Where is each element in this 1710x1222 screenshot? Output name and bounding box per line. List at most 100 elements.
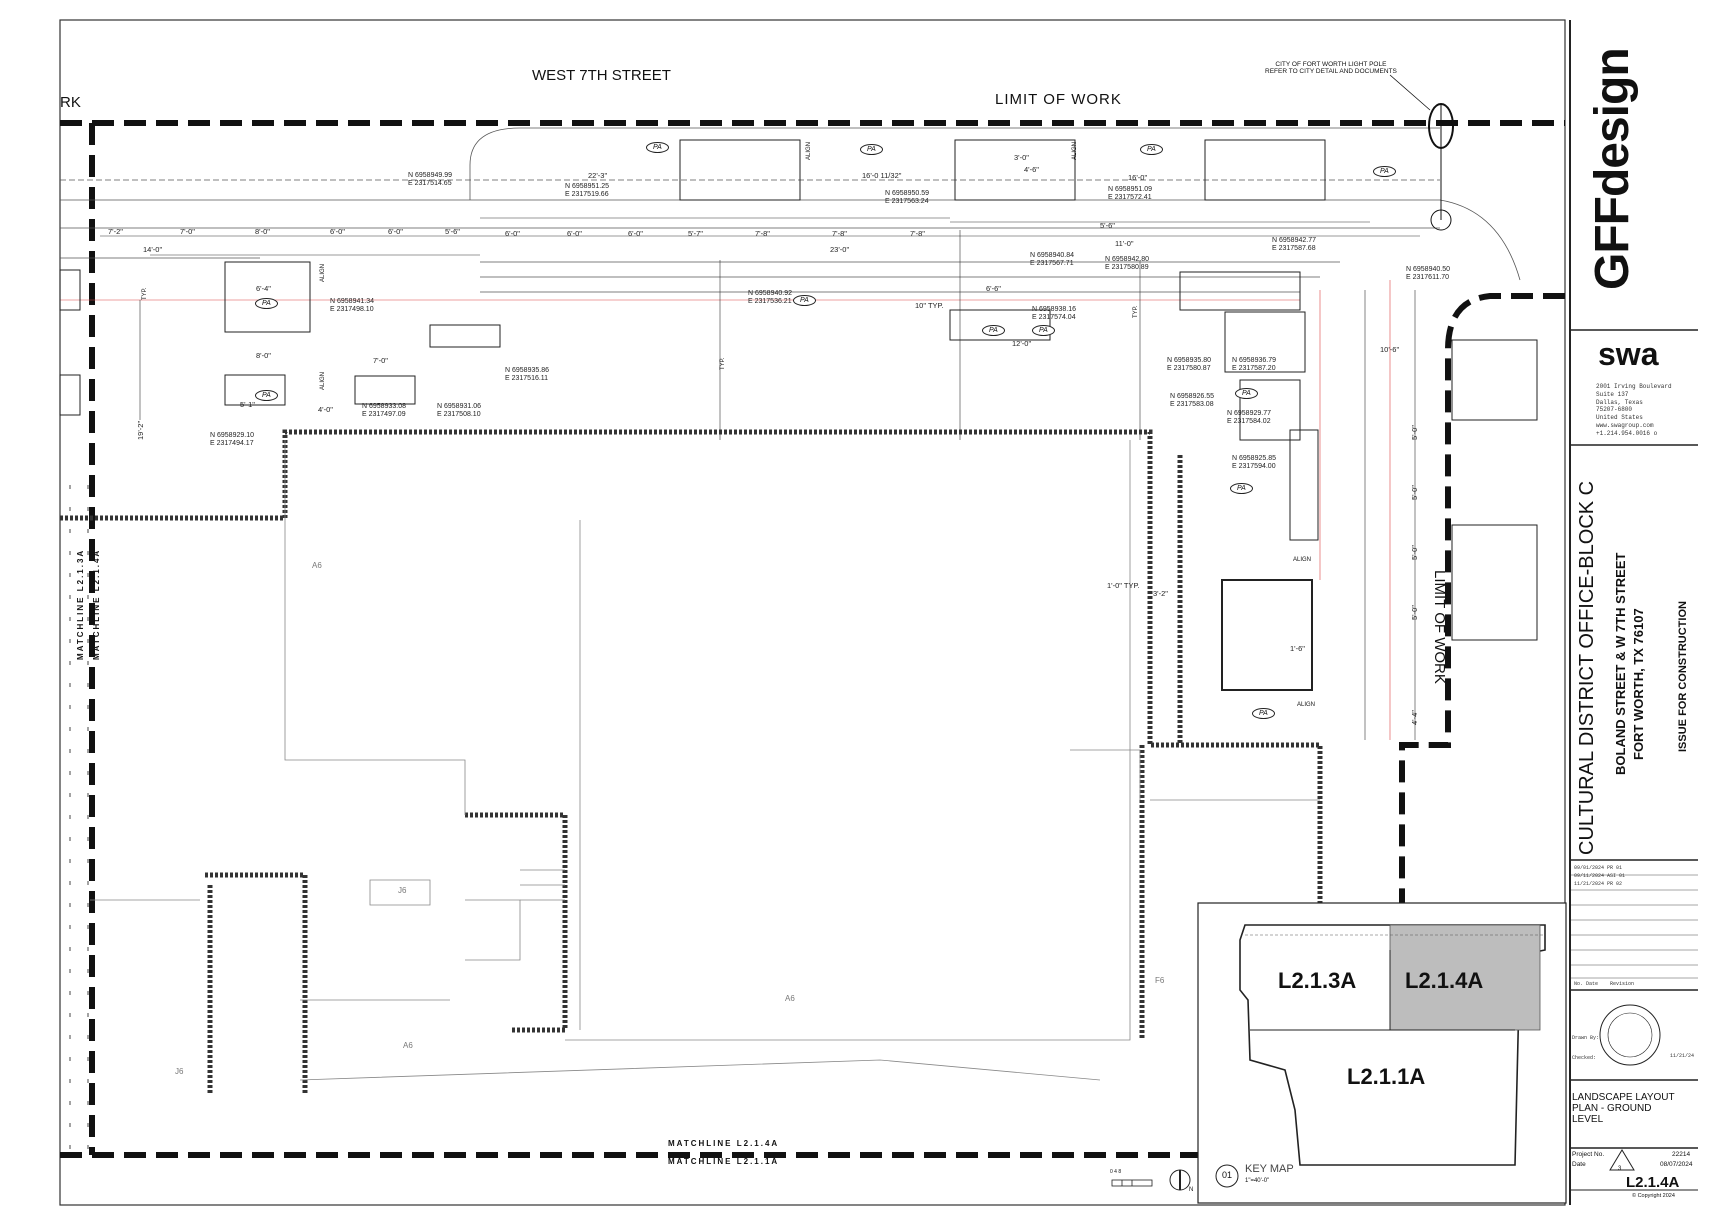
coord-n: N 6958941.34 — [330, 298, 374, 305]
revision-delta: 3 — [1618, 1166, 1622, 1172]
dimension-label: 7'-2" — [108, 227, 123, 236]
coord-e: E 2317567.71 — [1030, 260, 1074, 268]
light-pole — [1389, 74, 1454, 231]
align-callout: ALIGN — [320, 264, 326, 282]
date-label: Date — [1572, 1161, 1586, 1168]
dimension-label: 6'-6" — [986, 284, 1001, 293]
coord-e: E 2317536.21 — [748, 298, 792, 306]
dimension-label: 14'-0" — [143, 245, 163, 254]
dimension-label: 5'-0" — [1410, 605, 1419, 620]
address-line: 2001 Irving Boulevard — [1596, 383, 1672, 390]
planters — [59, 139, 1538, 691]
coord-e: E 2317583.08 — [1170, 401, 1214, 409]
address-line: 75207-6800 — [1596, 406, 1633, 414]
coord-n: N 6958936.79 — [1232, 357, 1276, 364]
typ-callout: TYP. — [142, 287, 148, 300]
room-tag: F6 — [1155, 976, 1165, 985]
light-pole-note-line: CITY OF FORT WORTH LIGHT POLE — [1275, 61, 1387, 68]
project-address-line: FORT WORTH, TX 76107 — [1631, 608, 1646, 760]
project-address-2: FORT WORTH, TX 76107 — [1631, 608, 1646, 760]
coord-n: N 6958925.85 — [1232, 455, 1276, 462]
designer-name: GFFdesign — [1586, 48, 1639, 290]
limit-of-work-line — [60, 120, 1565, 1158]
dimension-label: 5'-6" — [1100, 221, 1115, 230]
limit-of-work-label: LIMIT OF WORK — [995, 91, 1122, 108]
address-line: Dallas, Texas — [1596, 398, 1643, 406]
key-map-label: L2.1.1A — [1347, 1064, 1426, 1089]
address-line: United States — [1596, 414, 1643, 422]
pa-tag: PA — [1230, 483, 1253, 494]
typ-label: TYP. — [142, 287, 148, 300]
project-name: CULTURAL DISTRICT OFFICE-BLOCK C — [1576, 481, 1599, 855]
status-label: ISSUE FOR CONSTRUCTION — [1677, 601, 1689, 752]
revision-row: 11/21/2024 PR 02 — [1574, 881, 1623, 887]
matchline-left-1: MATCHLINE L2.1.3A — [76, 549, 85, 660]
room-tag: J6 — [175, 1067, 184, 1076]
rev-revision: Revision — [1610, 981, 1635, 987]
revision-list: 09/01/2024 PR 01 09/11/2024 ASI 01 11/21… — [1574, 864, 1625, 888]
dimension-label: 1'-6" — [1290, 644, 1305, 653]
dimension-label: 5'-0" — [1410, 425, 1419, 440]
drawn-by-label: Drawn By: — [1572, 1035, 1600, 1041]
project-no-value: 22214 — [1672, 1151, 1691, 1158]
pa-tag: PA — [982, 325, 1005, 336]
pa-tag: PA — [1032, 325, 1055, 336]
dimension-label: 6'-0" — [388, 227, 403, 236]
sheet-title: LANDSCAPE LAYOUT PLAN - GROUND LEVEL — [1572, 1092, 1675, 1125]
coord-e: E 2317580.87 — [1167, 365, 1211, 373]
align-label: ALIGN — [320, 371, 326, 390]
dimension-label: 11'-0" — [1115, 239, 1134, 248]
coord-e: E 2317498.10 — [330, 306, 374, 314]
dimension-label: 5'-7" — [688, 229, 703, 238]
coord-e: E 2317497.09 — [362, 411, 406, 419]
coord-e: E 2317587.68 — [1272, 245, 1316, 253]
dimension-label: 5'-6" — [445, 227, 460, 236]
pa-tag: PA — [1252, 708, 1275, 719]
coord-n: N 6958926.55 — [1170, 393, 1214, 400]
project-address-line: BOLAND STREET & W 7TH STREET — [1613, 552, 1628, 775]
dimension-label: 1'-0" TYP. — [1107, 581, 1140, 590]
align-callout: ALIGN — [1072, 142, 1078, 160]
coord-n: N 6958950.59 — [885, 190, 929, 197]
align-label: ALIGN — [1293, 557, 1312, 563]
revision-header: No. Date Revision — [1574, 982, 1634, 987]
dimension-label: 7'-8" — [832, 229, 847, 238]
coord-n: N 6958942.80 — [1105, 256, 1149, 263]
consultant-logo: swa — [1598, 336, 1659, 372]
coord-n: N 6958942.77 — [1272, 237, 1316, 244]
dimension-label: 4'-6" — [1024, 165, 1039, 174]
address-line: www.swagroup.com — [1596, 421, 1654, 429]
pa-tag: PA — [255, 298, 278, 309]
dimension-label: 5'-1" — [240, 400, 255, 409]
dimension-label: 8'-0" — [255, 227, 270, 236]
dimension-label: 7'-8" — [910, 229, 925, 238]
sheet-title-line: LANDSCAPE LAYOUT — [1572, 1092, 1675, 1103]
coord-n: N 6958951.09 — [1108, 186, 1152, 193]
limit-of-work-label-right: LIMIT OF WORK — [1431, 570, 1448, 684]
coord-e: E 2317572.41 — [1108, 194, 1152, 202]
key-map-label: L2.1.3A — [1278, 968, 1357, 993]
dimension-label: 5'-0" — [1410, 485, 1419, 500]
dimension-label: 12'-0" — [1012, 339, 1032, 348]
dimension-label: 22'-3" — [588, 171, 608, 180]
building-walls — [60, 429, 1323, 1095]
coord-e: E 2317611.70 — [1406, 274, 1450, 282]
dimension-label: 16'-0 11/32" — [862, 171, 902, 180]
vertical-dimension: 5'-0" — [1410, 605, 1419, 620]
coord-n: N 6958933.08 — [362, 403, 406, 410]
dimension-label: 10" TYP. — [915, 301, 944, 310]
coord-n: N 6958938.16 — [1032, 306, 1076, 313]
align-callout: ALIGN — [806, 142, 812, 160]
north-arrow-icon — [1169, 1169, 1191, 1191]
sheet-title-line: LEVEL — [1572, 1114, 1604, 1125]
limit-of-work-label-partial: RK — [60, 94, 81, 111]
pa-tag: PA — [1140, 144, 1163, 155]
